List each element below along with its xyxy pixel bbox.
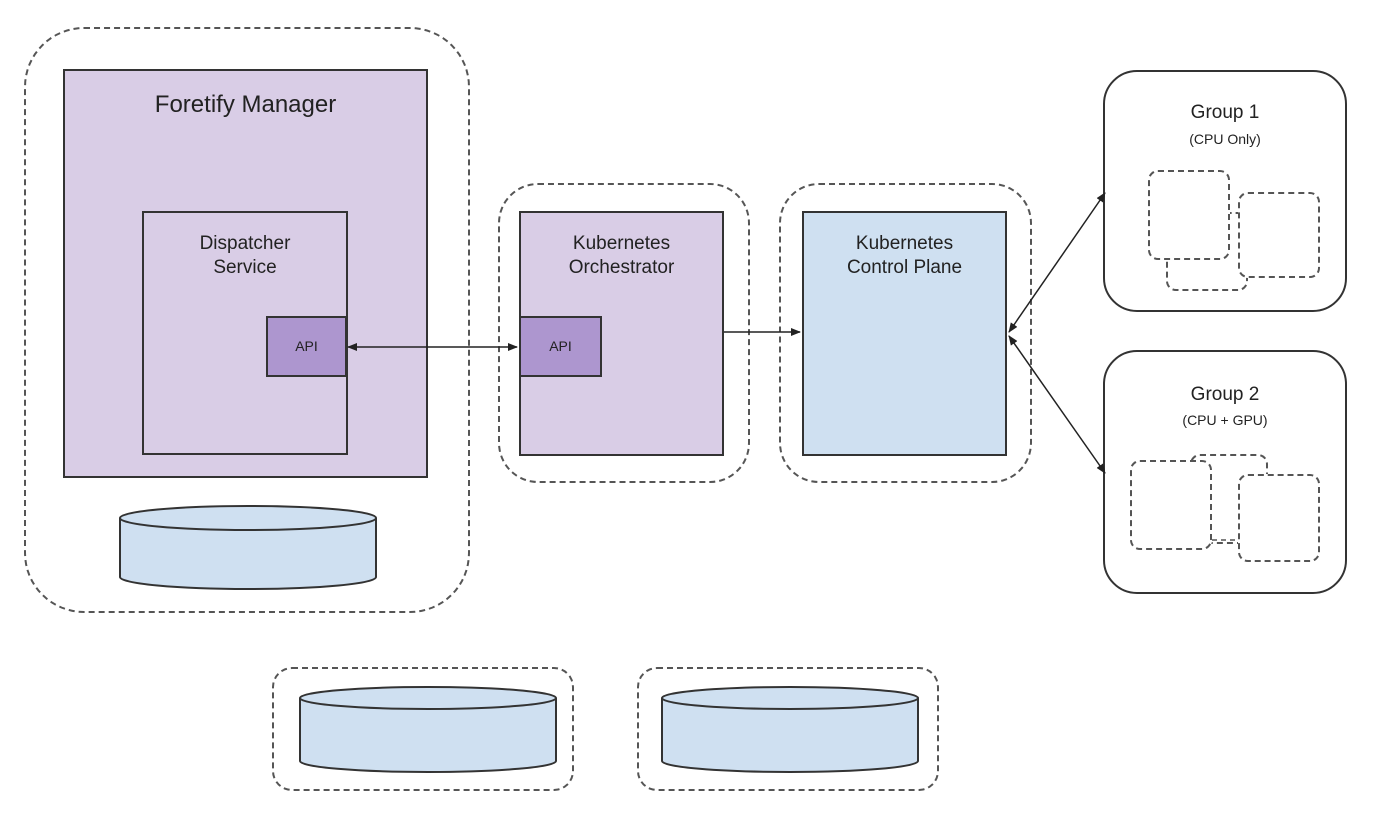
group1-box — [1103, 70, 1347, 312]
orchestrator-api-label: API — [549, 338, 572, 354]
group2-node-a — [1130, 460, 1212, 550]
control-plane-box — [802, 211, 1007, 456]
control-plane-line1: Kubernetes — [855, 233, 954, 254]
container-registry-label: Container Registry — [711, 725, 869, 746]
dispatcher-line2: Service — [213, 256, 277, 278]
dispatcher-service-label: Dispatcher Service — [142, 232, 348, 280]
orchestrator-line2: Orchestrator — [568, 256, 675, 278]
file-storage-container — [272, 667, 574, 791]
group2-title: Group 2 — [1190, 384, 1260, 405]
control-plane-line2: Control Plane — [846, 256, 963, 278]
group1-subtitle: (CPU Only) — [1189, 131, 1261, 147]
dispatcher-service-box — [142, 211, 348, 455]
orchestrator-line1: Kubernetes — [572, 233, 671, 254]
group2-subtitle: (CPU + GPU) — [1182, 412, 1268, 428]
container-registry-container — [637, 667, 939, 791]
database-label: Database — [207, 544, 289, 565]
foretify-manager-box — [63, 69, 428, 478]
foretify-container — [24, 27, 470, 613]
dispatcher-line1: Dispatcher — [199, 233, 291, 254]
orchestrator-api-box — [519, 316, 602, 377]
orchestrator-label: Kubernetes Orchestrator — [519, 232, 724, 280]
control-plane-label: Kubernetes Control Plane — [802, 232, 1007, 280]
foretify-manager-title: Foretify Manager — [154, 91, 337, 118]
control-plane-container — [779, 183, 1032, 483]
group2-node-b — [1238, 474, 1320, 562]
orchestrator-container — [498, 183, 750, 483]
group1-title: Group 1 — [1190, 102, 1260, 123]
group1-node-a — [1148, 170, 1230, 260]
dispatcher-api-box — [266, 316, 347, 377]
dispatcher-api-label: API — [295, 338, 318, 354]
group1-node-b — [1238, 192, 1320, 278]
file-storage-label: File Storage — [376, 725, 480, 746]
